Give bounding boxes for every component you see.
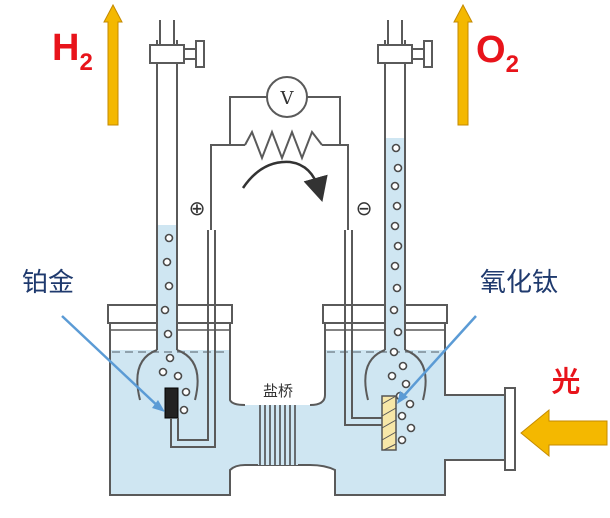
- external-circuit: [210, 96, 349, 230]
- salt-bridge-label: 盐桥: [263, 382, 293, 400]
- left-compartment-wall: [229, 310, 246, 406]
- clockwise-arrow-icon: [241, 160, 328, 203]
- right-bubbles: [387, 143, 416, 445]
- h2-up-arrow-icon: [103, 3, 123, 126]
- left-stopcock: [149, 40, 205, 68]
- left-bubbles: [158, 233, 191, 415]
- right-wires: [344, 230, 382, 426]
- salt-bridge: [258, 405, 298, 465]
- left-wires: [170, 230, 216, 448]
- h2-label: H2: [52, 27, 93, 76]
- right-stopcock: [377, 40, 433, 68]
- titania-label: 氧化钛: [480, 268, 558, 298]
- right-compartment-wall: [309, 310, 326, 406]
- negative-terminal-label: ⊖: [356, 196, 373, 220]
- resistor: [244, 129, 323, 161]
- platinum-pointer: [61, 315, 163, 411]
- o2-label: O2: [476, 29, 519, 78]
- o2-up-arrow-icon: [453, 3, 473, 126]
- voltmeter-icon: [266, 76, 308, 118]
- light-left-arrow-icon: [520, 408, 608, 458]
- titania-electrode: [381, 395, 397, 451]
- positive-terminal-label: ⊕: [189, 196, 206, 220]
- light-window-flange: [504, 387, 516, 471]
- titania-pointer: [399, 315, 477, 401]
- platinum-label: 铂金: [22, 268, 74, 298]
- vessel-outline: [109, 310, 515, 496]
- platinum-electrode: [164, 387, 179, 419]
- light-label: 光: [551, 366, 580, 397]
- voltmeter-label: V: [280, 88, 295, 109]
